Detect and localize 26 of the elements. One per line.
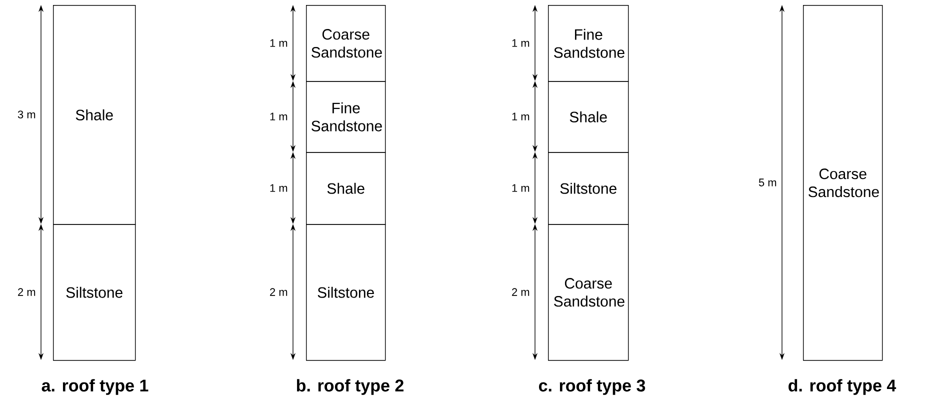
dimension-label: 1 m [512,184,530,192]
rock-layer: Siltstone [53,224,136,361]
dimension-label: 3 m [18,110,36,118]
dimension-label: 1 m [270,184,288,192]
dimension-label: 2 m [270,288,288,296]
caption: c. roof type 3 [539,379,646,395]
rock-layer: Siltstone [548,152,629,225]
rock-layer: Coarse Sandstone [803,5,883,361]
dimension-label: 2 m [18,288,36,296]
dimension-label: 5 m [758,178,776,186]
dimension-label: 1 m [512,112,530,120]
caption: a. roof type 1 [42,379,148,395]
rock-layer: Siltstone [306,224,386,361]
rock-layer: Shale [306,152,386,225]
dimension-label: 2 m [512,288,530,296]
rock-layer: Fine Sandstone [548,5,629,82]
dimension-label: 1 m [270,112,288,120]
rock-layer: Shale [548,81,629,153]
dimension-label: 1 m [512,39,530,47]
caption: b. roof type 2 [296,379,404,395]
caption: d. roof type 4 [788,379,896,395]
rock-layer: Coarse Sandstone [306,5,386,82]
rock-layer: Fine Sandstone [306,81,386,153]
rock-layer: Coarse Sandstone [548,224,629,361]
dimension-label: 1 m [270,39,288,47]
rock-layer: Shale [53,5,136,225]
